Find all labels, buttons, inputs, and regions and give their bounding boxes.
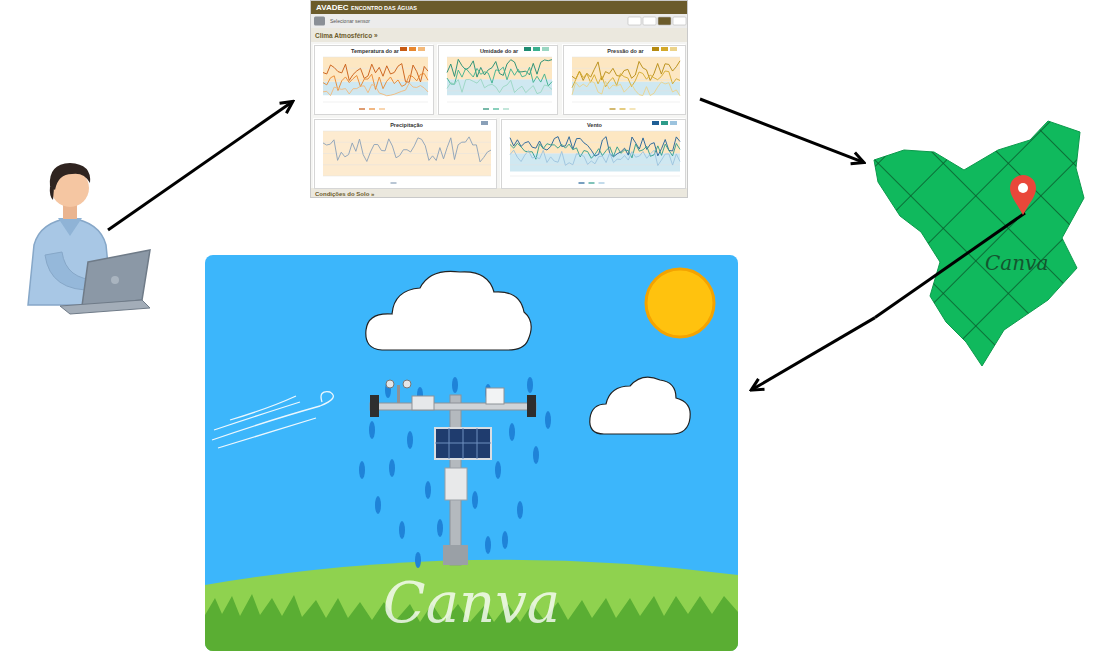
chart-title: Temperatura do ar — [351, 48, 399, 54]
station-scene-box: Canva — [205, 255, 738, 651]
flow-arrow — [108, 102, 292, 230]
section-heading: Clima Atmosférico » — [315, 32, 378, 39]
person-figure — [28, 163, 150, 314]
chart-title: Umidade do ar — [480, 48, 518, 54]
flow-arrow — [700, 99, 863, 162]
weather-station — [370, 380, 536, 565]
chart-panel: Precipitação — [314, 119, 497, 189]
app-name: AVADEC — [316, 3, 349, 12]
chart-panel: Vento — [501, 119, 686, 189]
watermark: Canva — [985, 252, 1048, 275]
section-heading: Condições do Solo » — [315, 191, 374, 198]
chart-title: Precipitação — [390, 122, 423, 128]
chart-panel: Umidade do ar — [438, 45, 558, 115]
sensor-selector: Selecionar sensor — [330, 19, 370, 25]
station-name: ENCONTRO DAS ÁGUAS — [351, 5, 417, 11]
weather-station-scene — [205, 255, 738, 651]
dashboard-screenshot: AVADECENCONTRO DAS ÁGUAS Selecionar senso… — [310, 0, 688, 198]
chart-title: Vento — [587, 122, 602, 128]
watermark: Canva — [383, 571, 560, 635]
region-map-box: Canva — [875, 120, 1085, 368]
chart-panel: Pressão do ar — [563, 45, 686, 115]
region-map — [874, 121, 1084, 366]
chart-panel: Temperatura do ar — [314, 45, 434, 115]
chart-title: Pressão do ar — [607, 48, 643, 54]
flow-arrow — [752, 318, 875, 390]
